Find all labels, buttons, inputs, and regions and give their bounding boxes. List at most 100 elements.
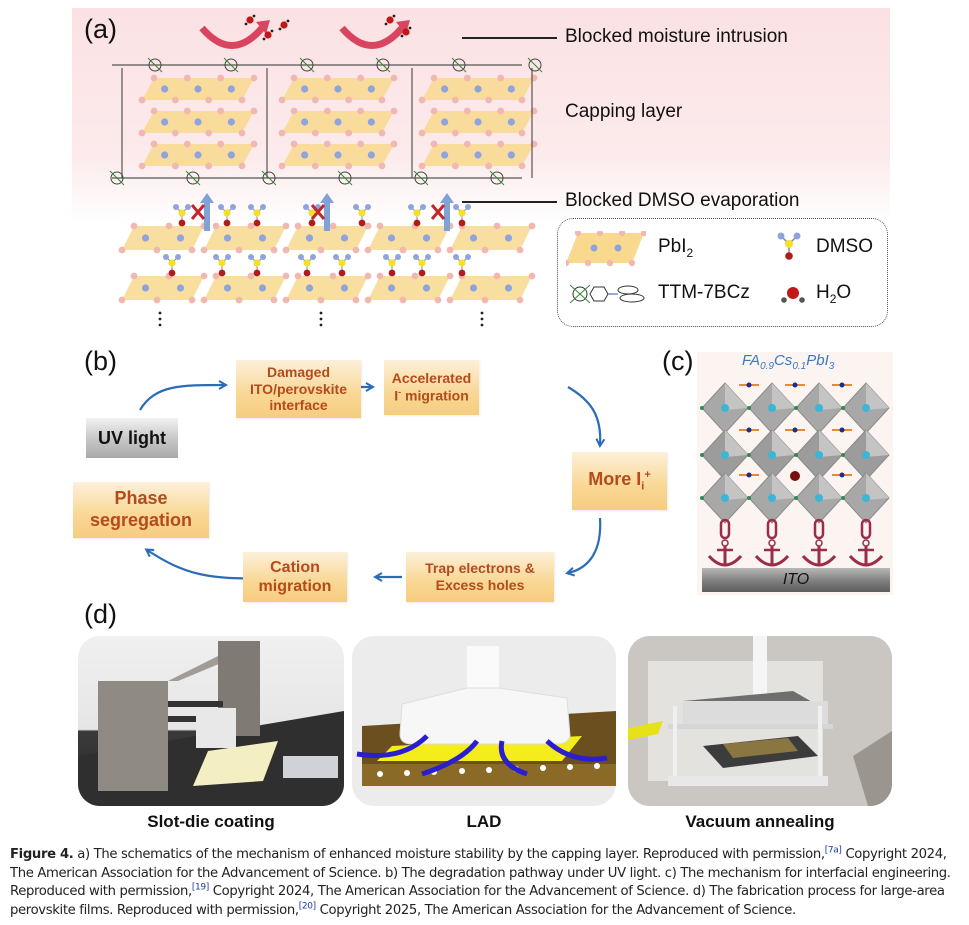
node-phase-segregation: Phase segregation [73,482,209,538]
dmso-methyl [213,254,219,260]
dmso-sulfur [418,259,426,267]
reference-link[interactable]: [7a] [824,845,842,856]
panel-b-label: (b) [84,346,117,376]
iodide-atom [294,222,302,230]
panel-a-label: (a) [84,14,117,44]
continuation-dot [158,311,162,315]
iodide-atom [345,162,353,170]
dmso-methyl [260,254,266,260]
ttm-7bcz-unit [186,171,200,185]
dmso-oxygen [178,219,186,227]
iodide-atom [700,496,704,500]
iodide-atom [516,296,524,304]
continuation-dot [158,317,162,321]
node-text: interface [269,397,328,414]
water-molecule [280,21,288,29]
continuation-dot [480,323,484,327]
iodide-atom [418,96,426,104]
iodide-atom [311,162,319,170]
lead-atom [768,494,776,502]
dmso-methyl [395,254,401,260]
water-molecule [246,16,254,24]
node-text: Cation [270,558,320,576]
ttm-7bcz-unit [452,58,466,72]
lead-atom [367,118,375,126]
lead-atom [176,284,185,292]
iodide-atom [485,129,493,137]
node-text: Excess holes [435,577,525,593]
iodide-atom [446,246,454,254]
lead-atom [862,404,870,412]
iodide-atom [270,296,278,304]
ttm-7bcz-unit [224,58,238,72]
pbi2-slab [368,226,450,250]
reference-link[interactable]: [20] [298,901,316,912]
dmso-methyl [465,204,471,210]
node-text: segregation [89,510,193,530]
iodide-atom [518,96,526,104]
lead-atom [334,85,342,93]
reference-link[interactable]: [19] [191,882,209,893]
node-text: migration [258,578,332,595]
lead-atom [862,451,870,459]
octahedron-facet [819,473,842,500]
iodide-atom [171,96,179,104]
iodide-atom [165,222,173,230]
iodide-atom [378,129,386,137]
iodide-atom [451,162,459,170]
callout-moisture: Blocked moisture intrusion [565,26,788,47]
dmso-sulfur [388,259,396,267]
lead-atom [474,118,482,126]
ttm-7bcz-branch [147,57,163,73]
dmso-oxygen [308,219,316,227]
panel-d-label: (d) [84,599,117,629]
iodide-atom [200,296,208,304]
iodide-atom [411,272,419,280]
continuation-dot [480,317,484,321]
iodide-atom [518,162,526,170]
iodide-atom [150,140,158,148]
iodide-atom [430,74,438,82]
iodide-atom [217,140,225,148]
iodide-atom [481,296,489,304]
legend-box: PbI2 DMSO TTM-7BCz H2O [557,218,888,327]
dmso-methyl [248,204,254,210]
iodide-atom [430,140,438,148]
iodide-atom [171,129,179,137]
octahedron-facet [866,383,889,410]
dmso-methyl [333,254,339,260]
dmso-methyl [465,254,471,260]
iodide-atom [497,107,505,115]
iodide-atom [747,496,751,500]
molecular-linker [860,518,872,540]
dmso-methyl [303,204,309,210]
anchor-ring [862,539,870,547]
iodide-atom [493,222,501,230]
iodide-atom [841,496,845,500]
fa-nitrogen [792,427,798,433]
iodide-atom [418,129,426,137]
iodide-atom [841,453,845,457]
lead-atom [161,118,169,126]
dmso-methyl [260,204,266,210]
iodide-atom [794,496,798,500]
iodide-atom [418,162,426,170]
perovskite-formula: FA0.9Cs0.1PbI3 [742,352,835,372]
lead-atom [387,234,396,242]
panel-c-label: (c) [662,346,694,376]
callout-line-dmso [462,201,557,203]
octahedron-facet [725,383,748,410]
iodide-atom [446,296,454,304]
lead-atom [141,284,150,292]
iodide-atom [278,129,286,137]
iodide-atom [153,246,161,254]
callout-line-moisture [462,37,557,39]
continuation-dot [480,311,484,315]
dmso-sulfur [253,209,261,217]
iodide-atom [497,140,505,148]
lead-atom [387,284,396,292]
fa-nitrogen [746,472,752,478]
arrow-uv-to-damaged [139,385,225,411]
dmso-sulfur [168,259,176,267]
ttm-7bcz-branch [451,57,467,73]
